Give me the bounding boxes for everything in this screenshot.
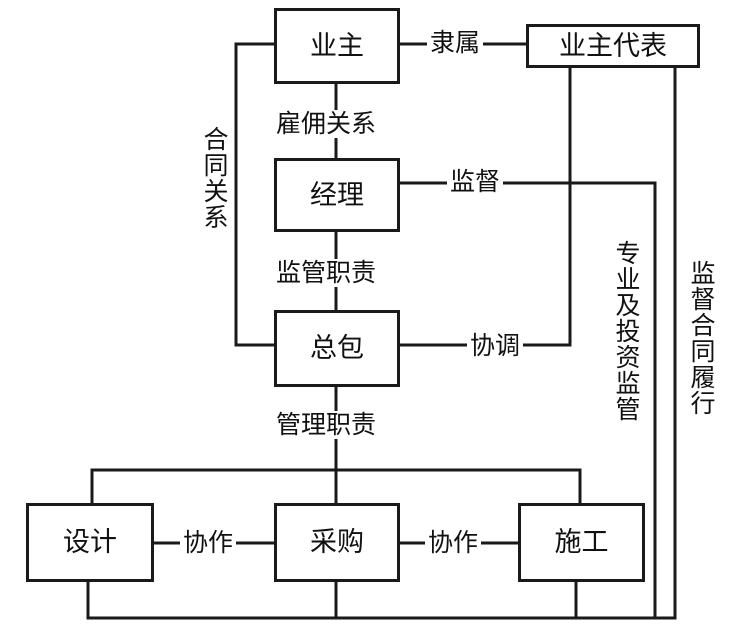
management-duty-label: 管理职责 [273, 411, 380, 439]
construction-node: 施工 [518, 503, 645, 582]
contract-performance-supervision-label: 监督合同履行 [686, 258, 716, 418]
affiliation-label: 隶属 [427, 29, 484, 57]
employment-label: 雇佣关系 [273, 110, 380, 138]
manager-node: 经理 [274, 158, 400, 232]
supervision-label: 监督 [447, 168, 504, 196]
coordination-label: 协调 [467, 332, 524, 360]
cooperation-right-label: 协作 [425, 529, 482, 557]
professional-investment-supervision-label: 专业及投资监管 [611, 238, 641, 424]
cooperation-left-label: 协作 [180, 529, 237, 557]
general-contractor-node: 总包 [274, 310, 400, 387]
owner-representative-node: 业主代表 [526, 24, 700, 68]
owner-node: 业主 [274, 8, 400, 84]
contract-relation-label: 合同关系 [199, 124, 229, 232]
procurement-node: 采购 [274, 503, 400, 582]
supervisory-duty-label: 监管职责 [273, 259, 380, 287]
design-node: 设计 [26, 503, 154, 582]
